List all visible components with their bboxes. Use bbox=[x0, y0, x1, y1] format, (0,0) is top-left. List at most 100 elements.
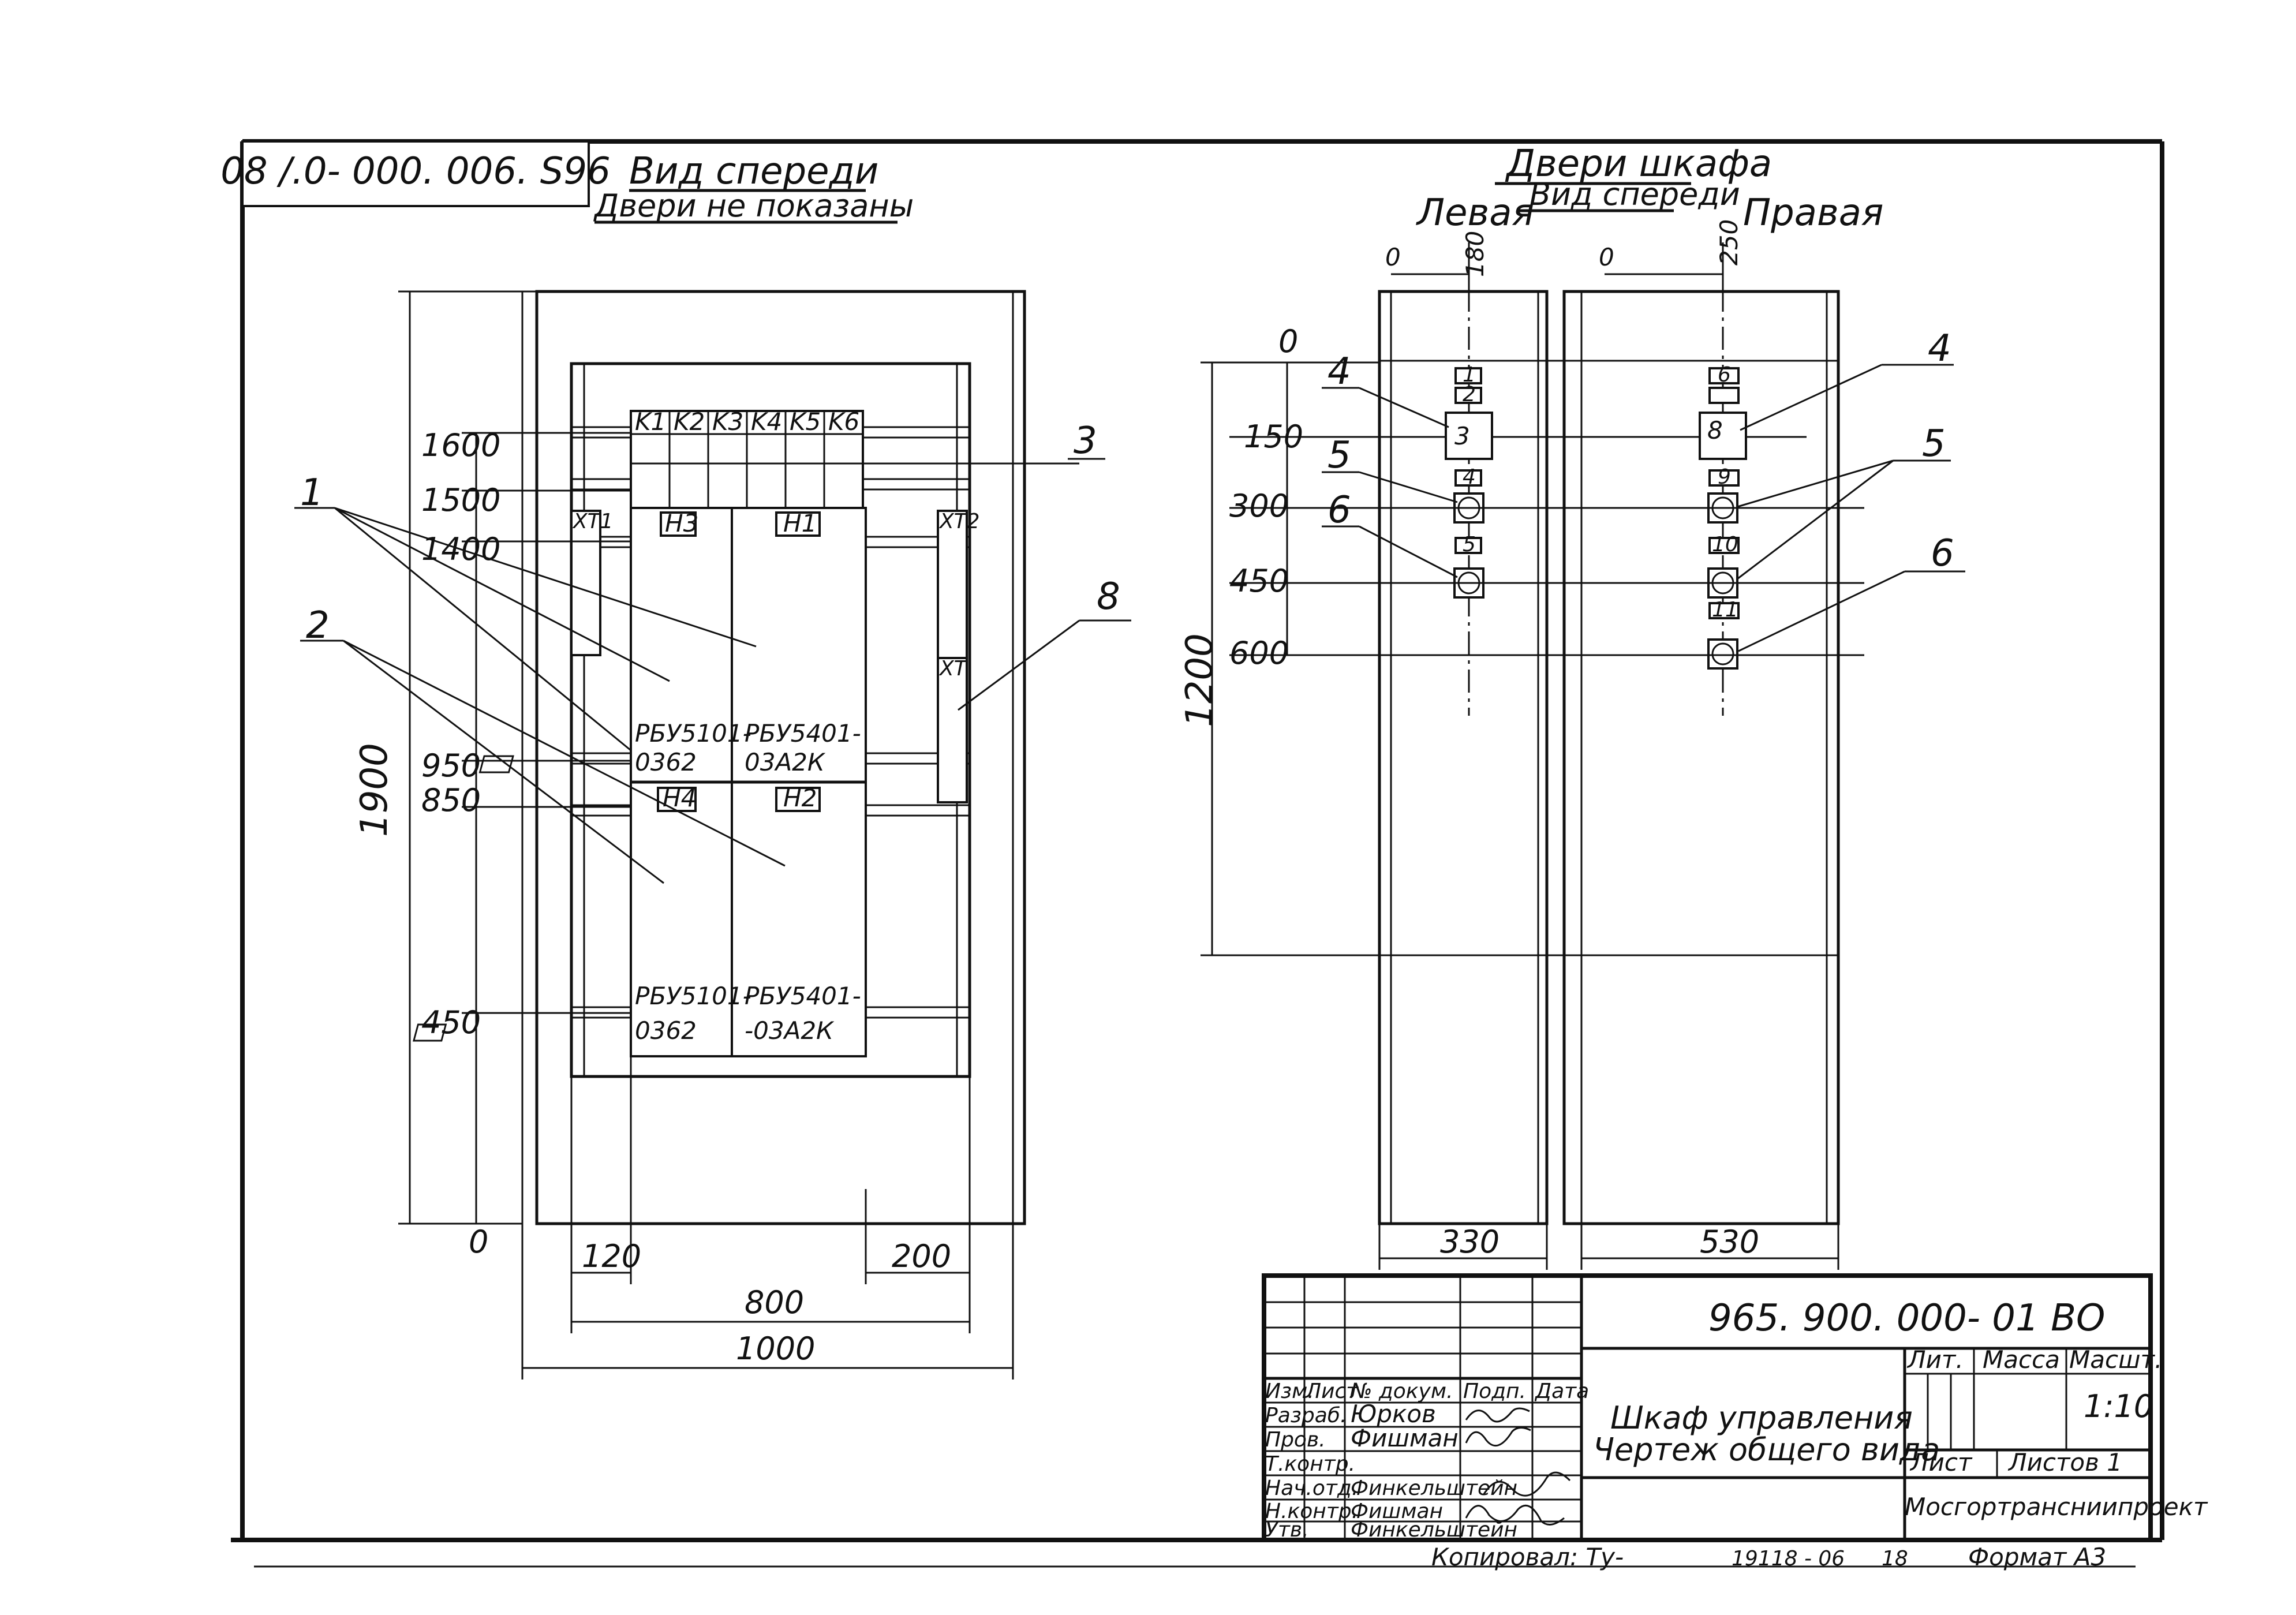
tag-h4: H4 bbox=[663, 784, 696, 812]
left-item-2: 2 bbox=[1463, 383, 1476, 406]
contactor-k1: K1 bbox=[635, 408, 666, 436]
name-approved: Финкельштейн bbox=[1351, 1518, 1517, 1542]
format-label: Формат А3 bbox=[1968, 1543, 2106, 1571]
col-date: Дата bbox=[1534, 1380, 1589, 1403]
door-level-300: 300 bbox=[1229, 488, 1289, 524]
role-head: Нач.отд. bbox=[1265, 1476, 1358, 1500]
doors-title: Двери шкафа bbox=[1505, 143, 1772, 185]
title-block: Изм. Лист № докум. Подп. Дата Разраб. Пр… bbox=[1262, 1273, 2208, 1571]
block-1-line2: 0362 bbox=[635, 748, 697, 776]
door-level-450: 450 bbox=[1229, 563, 1289, 599]
contactor-row: K1 K2 K3 K4 K5 K6 bbox=[630, 408, 1079, 510]
callout-8: 8 bbox=[1097, 575, 1120, 618]
block-1-line1: РБУ5101- bbox=[635, 719, 751, 747]
level-450: 450 bbox=[421, 1004, 481, 1041]
role-ncontrol: Н.контр. bbox=[1265, 1500, 1358, 1523]
level-950: 950 bbox=[421, 747, 481, 784]
front-width-dimensions: 120 200 800 1000 bbox=[521, 1056, 1014, 1380]
name-ncontrol: Фишман bbox=[1351, 1500, 1443, 1523]
right-item-6: 6 bbox=[1718, 363, 1731, 387]
right-item-8: 8 bbox=[1707, 416, 1723, 444]
door-callout-6-right: 6 bbox=[1931, 532, 1954, 575]
name-checked: Фишман bbox=[1351, 1424, 1459, 1452]
col-doc: № докум. bbox=[1349, 1380, 1453, 1403]
col-izm: Изм. bbox=[1265, 1380, 1314, 1403]
callout-3: 3 bbox=[1074, 420, 1097, 462]
inventory: 19118 - 06 bbox=[1732, 1547, 1845, 1571]
role-approved: Утв. bbox=[1265, 1518, 1309, 1542]
dim-200: 200 bbox=[892, 1238, 951, 1274]
door-level-0: 0 bbox=[1278, 323, 1298, 360]
signatures bbox=[1465, 1407, 1571, 1526]
doors-view: Двери шкафа Вид спереди Левая Правая 0 1… bbox=[1179, 143, 1965, 1270]
left-item-3: 3 bbox=[1454, 422, 1470, 450]
scale-value: 1:10 bbox=[2084, 1388, 2153, 1425]
right-zero: 0 bbox=[1599, 243, 1614, 271]
level-0: 0 bbox=[469, 1224, 488, 1260]
door-callout-5-right: 5 bbox=[1922, 423, 1946, 465]
door-callout-4-right: 4 bbox=[1928, 327, 1951, 370]
sheets-label: Листов 1 bbox=[2007, 1448, 2122, 1476]
door-right-label: Правая bbox=[1743, 192, 1883, 234]
code-stamp: 08 /.0- 000. 006. S96 bbox=[220, 140, 611, 207]
relay-blocks: H3 H1 H4 H2 РБУ5101- 0362 РБУ5401- 03А2К… bbox=[412, 507, 867, 1057]
contactor-k3: K3 bbox=[712, 408, 743, 436]
right-offset: 250 bbox=[1715, 219, 1743, 266]
inventory-page: 18 bbox=[1882, 1547, 1908, 1571]
left-item-4: 4 bbox=[1463, 465, 1476, 489]
terminal-xt1: XT1 bbox=[572, 510, 614, 533]
doors-dimensions: 0 150 300 450 600 1200 330 530 bbox=[1179, 323, 1864, 1270]
tag-h3: H3 bbox=[665, 509, 698, 537]
tag-h2: H2 bbox=[783, 784, 817, 812]
door-left-label: Левая bbox=[1416, 192, 1534, 234]
door-callout-4-left: 4 bbox=[1328, 350, 1351, 393]
contactor-k6: K6 bbox=[828, 408, 859, 436]
contactor-k4: K4 bbox=[751, 408, 782, 436]
right-item-10: 10 bbox=[1712, 533, 1738, 556]
tag-h1: H1 bbox=[783, 509, 817, 537]
right-item-11: 11 bbox=[1712, 598, 1738, 622]
block-3-line1: РБУ5101- bbox=[635, 982, 751, 1010]
contactor-k2: K2 bbox=[674, 408, 705, 436]
left-item-1: 1 bbox=[1463, 363, 1476, 387]
sheet-label: Лист bbox=[1909, 1448, 1973, 1476]
code-stamp-text: 08 /.0- 000. 006. S96 bbox=[220, 150, 611, 193]
front-dimensions: 1900 1600 1500 1400 950 850 450 0 bbox=[353, 290, 631, 1260]
block-3-line2: 0362 bbox=[635, 1016, 697, 1045]
name-developed: Юрков bbox=[1351, 1400, 1436, 1428]
terminal-blocks: XT1 XT2 XT bbox=[570, 510, 980, 803]
doors-subtitle: Вид спереди bbox=[1530, 176, 1740, 212]
lit-label: Лит. bbox=[1906, 1345, 1964, 1374]
front-view-title: Вид спереди bbox=[629, 150, 878, 193]
door-callout-5-left: 5 bbox=[1328, 434, 1351, 477]
level-850: 850 bbox=[421, 782, 481, 818]
contactor-k5: K5 bbox=[790, 408, 821, 436]
door-width-530: 530 bbox=[1700, 1224, 1759, 1260]
role-developed: Разраб. bbox=[1265, 1404, 1347, 1427]
doc-number: 965. 900. 000- 01 ВО bbox=[1708, 1297, 2105, 1340]
level-1600: 1600 bbox=[421, 427, 500, 463]
block-4-line2: -03А2К bbox=[745, 1016, 835, 1045]
mass-label: Масса bbox=[1983, 1345, 2060, 1374]
role-tcontrol: Т.контр. bbox=[1265, 1452, 1355, 1476]
left-zero: 0 bbox=[1385, 243, 1401, 271]
block-2-line1: РБУ5401- bbox=[745, 719, 861, 747]
col-sign: Подп. bbox=[1463, 1380, 1526, 1403]
block-4-line1: РБУ5401- bbox=[745, 982, 861, 1010]
level-1500: 1500 bbox=[421, 482, 500, 518]
title-line2: Чертеж общего вида bbox=[1593, 1431, 1940, 1468]
copied-by: Копировал: Ту- bbox=[1431, 1543, 1624, 1571]
door-height-1200: 1200 bbox=[1179, 633, 1221, 727]
front-view: K1 K2 K3 K4 K5 K6 XT1 XT2 XT H3 H1 bbox=[294, 290, 1131, 1380]
door-callout-6-left: 6 bbox=[1328, 489, 1351, 532]
doors-callouts: 4 5 6 4 5 6 bbox=[1322, 327, 1965, 652]
left-item-5: 5 bbox=[1463, 533, 1476, 556]
role-checked: Пров. bbox=[1265, 1428, 1326, 1452]
front-view-subtitle: Двери не показаны bbox=[593, 188, 914, 224]
title-line1: Шкаф управления bbox=[1610, 1400, 1913, 1436]
dim-1900: 1900 bbox=[353, 743, 396, 837]
block-2-line2: 03А2К bbox=[745, 748, 826, 776]
drawing-frame bbox=[231, 139, 2164, 1568]
door-width-330: 330 bbox=[1440, 1224, 1499, 1260]
